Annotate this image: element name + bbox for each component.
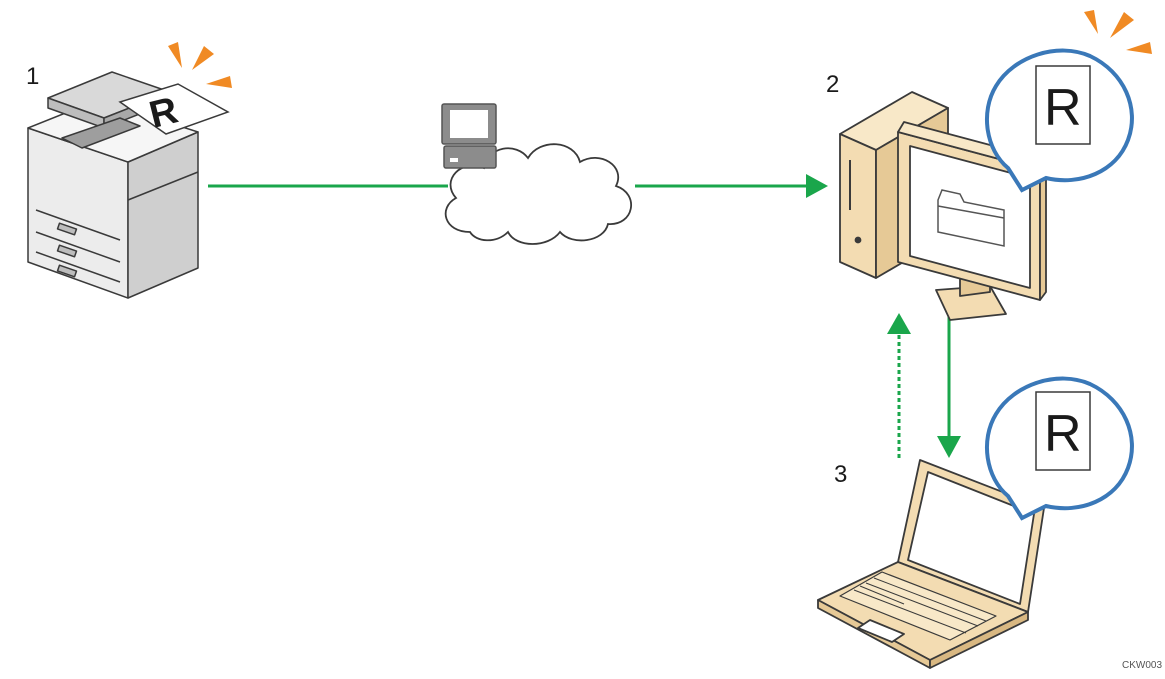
mfp-device: 1 R bbox=[26, 42, 232, 299]
document-page-icon bbox=[1035, 391, 1091, 471]
server-document-bubble: R bbox=[984, 48, 1134, 193]
mfp-number-label: 1 bbox=[26, 63, 39, 90]
scanned-paper: R bbox=[118, 83, 230, 137]
network-cloud-icon bbox=[444, 143, 632, 245]
server-to-client-arrowhead bbox=[937, 436, 961, 458]
server-computer: 2 R bbox=[826, 10, 1152, 321]
network-cloud bbox=[441, 103, 632, 245]
figure-code: CKW003 bbox=[1122, 660, 1162, 671]
document-page-icon bbox=[1035, 65, 1091, 145]
client-document-bubble: R bbox=[984, 376, 1134, 521]
client-to-server-dashed-arrowhead bbox=[887, 313, 911, 334]
server-number-label: 2 bbox=[826, 71, 839, 98]
notification-rays-icon bbox=[168, 42, 232, 88]
connection-lines bbox=[208, 174, 961, 458]
multifunction-printer-icon bbox=[27, 71, 199, 299]
network-to-server-arrowhead bbox=[806, 174, 828, 198]
folder-icon bbox=[937, 189, 1005, 247]
client-document-letter: R bbox=[1044, 405, 1082, 463]
network-terminal-icon bbox=[441, 103, 497, 169]
client-number-label: 3 bbox=[834, 461, 847, 488]
client-laptop: 3 R bbox=[817, 376, 1134, 669]
notification-rays-icon bbox=[1084, 10, 1152, 54]
server-document-letter: R bbox=[1044, 79, 1082, 137]
